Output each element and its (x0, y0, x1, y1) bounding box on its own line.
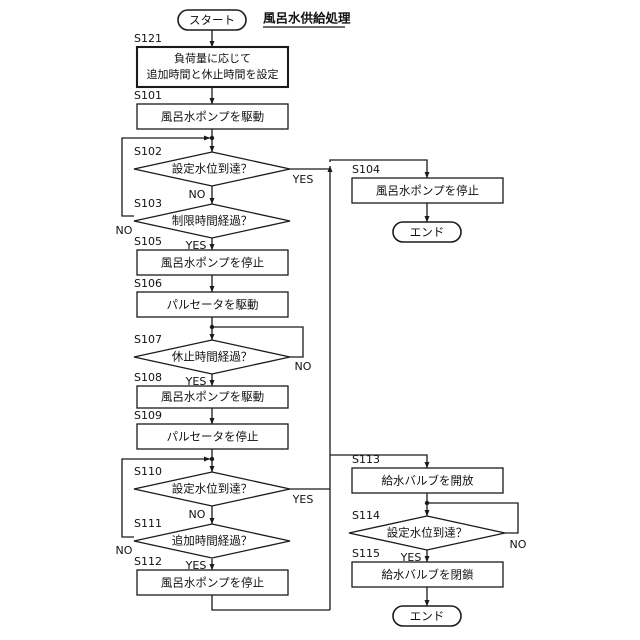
node-s101-shape (136, 103, 289, 130)
node-s106-shape (136, 291, 289, 318)
node-s105: S105 風呂水ポンプを停止 (134, 235, 289, 276)
node-s110-shape (133, 471, 291, 507)
step-label-s102: S102 (134, 145, 162, 158)
node-s108-shape (136, 385, 289, 409)
node-s101-text: 風呂水ポンプを駆動 (161, 110, 264, 124)
node-s103: S103 制限時間経過？ NO YES (116, 197, 291, 252)
node-s109-text: パルセータを停止 (167, 430, 259, 444)
branch-label-s103-no: NO (116, 224, 133, 237)
step-label-s115: S115 (352, 547, 380, 560)
branch-label-s102-yes: YES (292, 173, 314, 186)
conn-trunk-to-s104 (329, 159, 430, 179)
diagram-title-text: 風呂水供給処理 (263, 11, 351, 26)
step-label-s104: S104 (352, 163, 380, 176)
step-label-s105: S105 (134, 235, 162, 248)
terminator-end-b-label: エンド (410, 609, 445, 623)
junction-dot-s102-entry (209, 135, 215, 141)
node-s103-text: 制限時間経過？ (172, 214, 253, 228)
node-s106-text: パルセータを駆動 (167, 298, 259, 312)
conn-trunk-to-s113 (330, 454, 430, 469)
node-s111-shape (133, 523, 291, 559)
node-s107-text: 休止時間経過？ (172, 350, 253, 364)
terminator-end-a-label: エンド (410, 225, 445, 239)
node-s104-shape (351, 177, 504, 204)
terminator-end-a: エンド (392, 221, 462, 243)
node-s108-text: 風呂水ポンプを駆動 (161, 390, 264, 404)
step-label-s121: S121 (134, 32, 162, 45)
node-s113-text: 給水バルブを開放 (382, 474, 474, 488)
conn-s103-no-loop (121, 135, 211, 217)
node-s102-text: 設定水位到達？ (172, 162, 253, 176)
step-label-s103: S103 (134, 197, 162, 210)
branch-label-s107-yes: YES (185, 375, 207, 388)
node-s109-shape (136, 423, 289, 450)
branch-label-s107-no: NO (295, 360, 312, 373)
node-s104: S104 風呂水ポンプを停止 (351, 163, 504, 204)
node-s111: S111 追加時間経過？ NO YES (116, 517, 291, 572)
diagram-title: 風呂水供給処理 (263, 11, 351, 28)
node-s114-shape (348, 515, 506, 551)
node-s121-shape (135, 45, 290, 89)
node-s107: S107 休止時間経過？ NO YES (133, 333, 312, 388)
branch-label-s114-no: NO (510, 538, 527, 551)
branch-label-s102-no: NO (189, 188, 206, 201)
branch-label-s110-no: NO (189, 508, 206, 521)
node-s108: S108 風呂水ポンプを駆動 (134, 371, 289, 409)
terminator-start-label: スタート (189, 13, 235, 27)
branch-label-s114-yes: YES (400, 551, 422, 564)
node-s110: S110 設定水位到達？ NO YES (133, 465, 314, 521)
step-label-s101: S101 (134, 89, 162, 102)
step-label-s114: S114 (352, 509, 380, 522)
node-s121-text-line2: 追加時間と休止時間を設定 (147, 67, 279, 81)
node-s115: S115 給水バルブを閉鎖 (351, 547, 504, 588)
node-s115-text: 給水バルブを閉鎖 (382, 568, 474, 582)
step-label-s112: S112 (134, 555, 162, 568)
node-s114-text: 設定水位到達？ (387, 526, 468, 540)
step-label-s113: S113 (352, 453, 380, 466)
node-s121-text-line1: 負荷量に応じて (174, 51, 251, 65)
node-s103-shape (133, 203, 291, 239)
step-label-s111: S111 (134, 517, 162, 530)
branch-label-s103-yes: YES (185, 239, 207, 252)
node-s114: S114 設定水位到達？ NO YES (348, 509, 527, 564)
node-s107-shape (133, 339, 291, 375)
node-s105-shape (136, 249, 289, 276)
node-s112: S112 風呂水ポンプを停止 (134, 555, 289, 596)
node-s113: S113 給水バルブを開放 (351, 453, 504, 494)
step-label-s110: S110 (134, 465, 162, 478)
node-s115-shape (351, 561, 504, 588)
node-s112-shape (136, 569, 289, 596)
node-s109: S109 パルセータを停止 (134, 409, 289, 450)
connectors (121, 30, 519, 611)
node-s101: S101 風呂水ポンプを駆動 (134, 89, 289, 130)
branch-label-s110-yes: YES (292, 493, 314, 506)
terminator-start: スタート (177, 9, 247, 31)
step-label-s107: S107 (134, 333, 162, 346)
terminator-end-b-shape (392, 605, 462, 627)
step-label-s106: S106 (134, 277, 162, 290)
node-s113-shape (351, 467, 504, 494)
step-label-s109: S109 (134, 409, 162, 422)
node-s110-text: 設定水位到達？ (172, 482, 253, 496)
conn-s111-no-loop (121, 456, 211, 538)
branch-label-s111-no: NO (116, 544, 133, 557)
node-s111-text: 追加時間経過？ (172, 534, 253, 548)
conn-s114-no-loop (429, 502, 519, 534)
node-s112-text: 風呂水ポンプを停止 (161, 576, 264, 590)
step-label-s108: S108 (134, 371, 162, 384)
node-s106: S106 パルセータを駆動 (134, 277, 289, 318)
node-s102-shape (133, 151, 291, 187)
conn-s112-to-trunk (211, 595, 330, 611)
terminator-start-shape (177, 9, 247, 31)
conn-s107-no-loop (214, 326, 304, 358)
terminator-end-b: エンド (392, 605, 462, 627)
node-s105-text: 風呂水ポンプを停止 (161, 256, 264, 270)
node-s104-text: 風呂水ポンプを停止 (376, 184, 479, 198)
node-s121: S121 負荷量に応じて 追加時間と休止時間を設定 (134, 32, 290, 89)
terminator-end-a-shape (392, 221, 462, 243)
node-s102: S102 設定水位到達？ NO YES (133, 145, 314, 201)
branch-label-s111-yes: YES (185, 559, 207, 572)
